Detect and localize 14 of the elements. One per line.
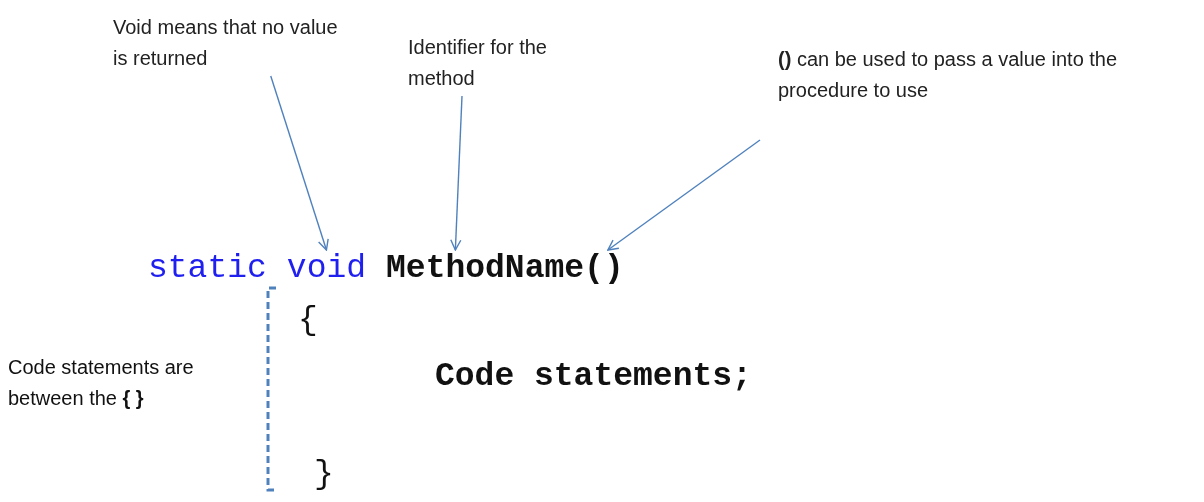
closing-brace: } bbox=[314, 456, 334, 494]
code-statement: Code statements; bbox=[435, 358, 752, 396]
parentheses: () bbox=[584, 250, 624, 288]
code-keyword: static bbox=[148, 250, 267, 288]
leader-line bbox=[607, 139, 761, 251]
opening-brace: { bbox=[298, 302, 318, 340]
leader-line bbox=[450, 95, 463, 251]
annotation-text: Void means that no value is returned bbox=[113, 12, 345, 74]
method-name: MethodName bbox=[386, 250, 585, 288]
leader-line bbox=[270, 75, 329, 251]
annotation-text: Code statements are between the { } bbox=[8, 355, 195, 411]
code-keyword: void bbox=[286, 250, 367, 288]
annotation-text: () can be used to pass a value into the procedure to use bbox=[778, 44, 1203, 106]
annotation-text: Identifier for the method bbox=[408, 32, 608, 94]
